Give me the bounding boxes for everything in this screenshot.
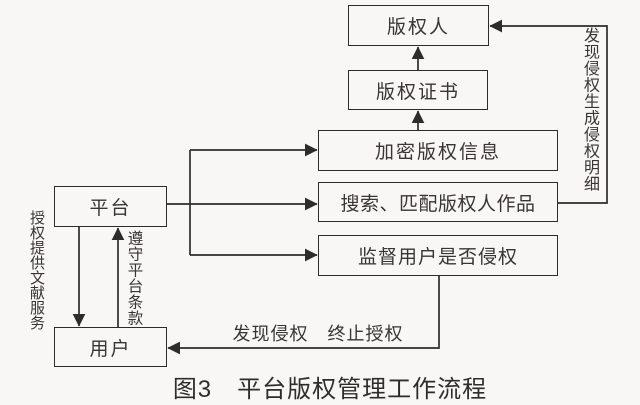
node-monitor-user-infringement: 监督用户是否侵权 <box>318 235 558 276</box>
edge-label-terminate-authorization: 发现侵权 终止授权 <box>232 324 404 344</box>
node-search-match-works: 搜索、匹配版权人作品 <box>318 182 558 222</box>
figure-caption: 图3 平台版权管理工作流程 <box>172 376 488 403</box>
edge-label-authorize-literature-service: 授权提供文献服务 <box>28 210 44 330</box>
node-copyright-holder: 版权人 <box>348 5 489 46</box>
arrow-search-to-holder-detail-loop <box>489 19 608 204</box>
edge-label-comply-platform-terms: 遵守平台条款 <box>125 230 143 326</box>
node-platform: 平台 <box>54 186 167 227</box>
node-user: 用户 <box>54 327 167 367</box>
node-copyright-certificate: 版权证书 <box>348 70 488 110</box>
arrow-monitor-to-user-terminate <box>167 276 440 355</box>
edge-label-infringement-generates-detail: 发现侵权生成侵权明细 <box>581 27 598 192</box>
node-encrypt-copyright-info: 加密版权信息 <box>318 130 558 171</box>
